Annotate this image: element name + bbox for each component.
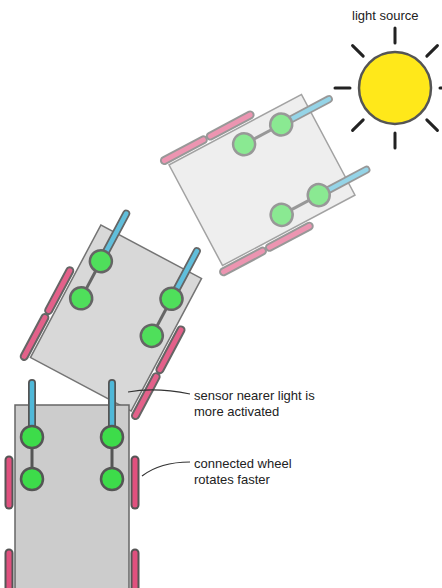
light-sensor bbox=[326, 170, 367, 192]
wheel bbox=[131, 553, 140, 588]
light-sensor bbox=[28, 383, 36, 429]
neuron-node bbox=[266, 110, 296, 140]
light-sensor bbox=[288, 99, 329, 121]
neuron-node bbox=[21, 468, 43, 490]
vehicle-body bbox=[15, 405, 129, 588]
sun-ray bbox=[440, 87, 442, 90]
vehicle bbox=[9, 383, 135, 588]
sun-ray bbox=[353, 120, 364, 131]
light-sensor bbox=[326, 170, 367, 192]
neuron-node bbox=[304, 180, 334, 210]
neuron-node bbox=[137, 321, 167, 351]
wheel bbox=[7, 553, 12, 588]
neuron-node bbox=[229, 129, 259, 159]
light-sensor bbox=[105, 214, 127, 255]
neuron-node bbox=[101, 426, 123, 448]
vehicle bbox=[24, 203, 217, 416]
light-sensor bbox=[175, 251, 197, 292]
wheel bbox=[133, 460, 138, 505]
sun-ray bbox=[394, 28, 397, 43]
sun-ray bbox=[427, 46, 438, 57]
light-sensor bbox=[105, 214, 127, 255]
neuron-node bbox=[21, 426, 43, 448]
sun-ray bbox=[353, 46, 364, 57]
leader-line bbox=[128, 390, 190, 394]
vehicle bbox=[164, 79, 377, 272]
annotation-label: light source bbox=[352, 8, 440, 24]
neuron-node bbox=[267, 200, 297, 230]
sun-ray bbox=[335, 87, 350, 90]
leader-line bbox=[142, 462, 190, 476]
wheel bbox=[7, 460, 12, 505]
neuron-node bbox=[157, 284, 187, 314]
light-sensor bbox=[175, 251, 197, 292]
wheel bbox=[5, 460, 14, 505]
neuron-node bbox=[86, 246, 116, 276]
annotation-label: connected wheel rotates faster bbox=[194, 456, 306, 488]
sun-symbol bbox=[335, 28, 442, 148]
wheel bbox=[5, 553, 14, 588]
light-sensor bbox=[110, 383, 115, 429]
sun-ray bbox=[427, 120, 438, 131]
light-sensor bbox=[288, 99, 329, 121]
neuron-node bbox=[101, 468, 123, 490]
light-sensor bbox=[30, 383, 35, 429]
sun-ray bbox=[394, 133, 397, 148]
sun-disc bbox=[359, 52, 431, 124]
annotation-label: sensor nearer light is more activated bbox=[194, 388, 322, 420]
wheel bbox=[131, 460, 140, 505]
wheel bbox=[133, 553, 138, 588]
light-sensor bbox=[108, 383, 116, 429]
vehicle-body bbox=[169, 94, 355, 265]
neuron-node bbox=[66, 283, 96, 313]
